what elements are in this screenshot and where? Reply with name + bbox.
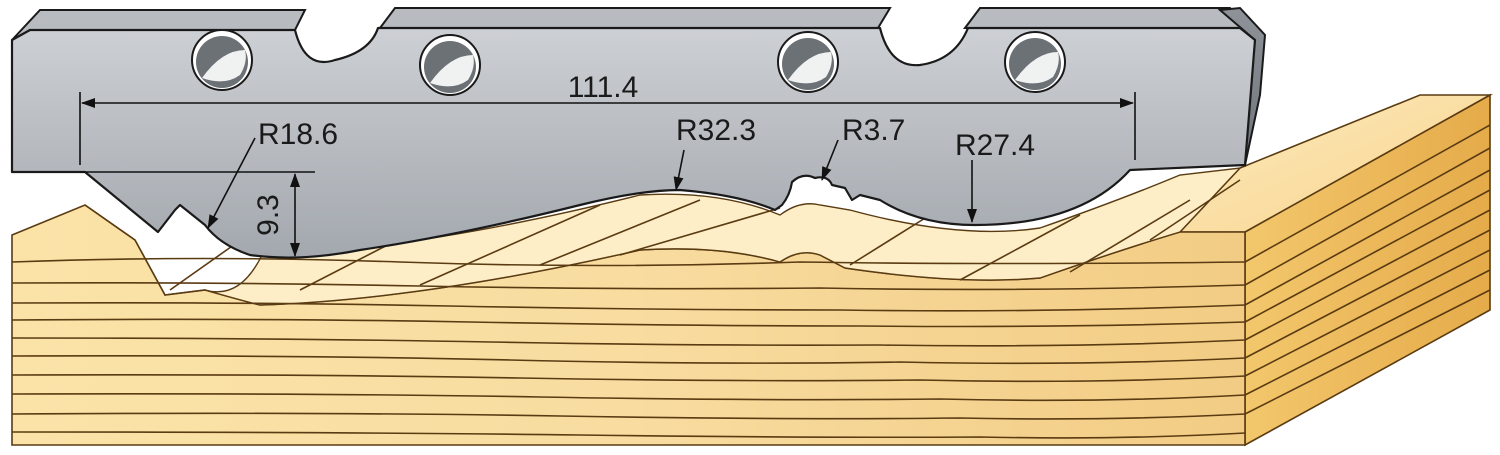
r2-leader [673,149,685,191]
height-dimension-label: 9.3 [252,194,285,236]
knife-top-face-right [963,7,1247,29]
mounting-hole-1 [191,29,253,91]
dimensions: 111.4 9.3 R18.6 R32.3 R3.7 R27.4 [79,71,1136,257]
wood-workpiece [11,93,1494,447]
mounting-holes [191,29,1066,96]
wood-cut-surface [84,167,1242,306]
mounting-hole-4 [1004,31,1066,93]
mounting-hole-2 [419,34,481,96]
knife-front-face [10,26,1257,259]
r3-label: R3.7 [842,114,905,147]
profile-knife [10,6,1267,259]
knife-top-face-mid [378,7,892,29]
wood-grain-side [1244,124,1491,415]
width-dimension-label: 111.4 [568,71,639,104]
r2-label: R32.3 [676,114,756,147]
mounting-hole-3 [777,31,839,93]
r4-label: R27.4 [955,129,1035,162]
wood-grain-front [11,257,1246,439]
r1-label: R18.6 [258,118,338,151]
r3-leader [821,139,839,181]
r1-leader [207,137,256,229]
